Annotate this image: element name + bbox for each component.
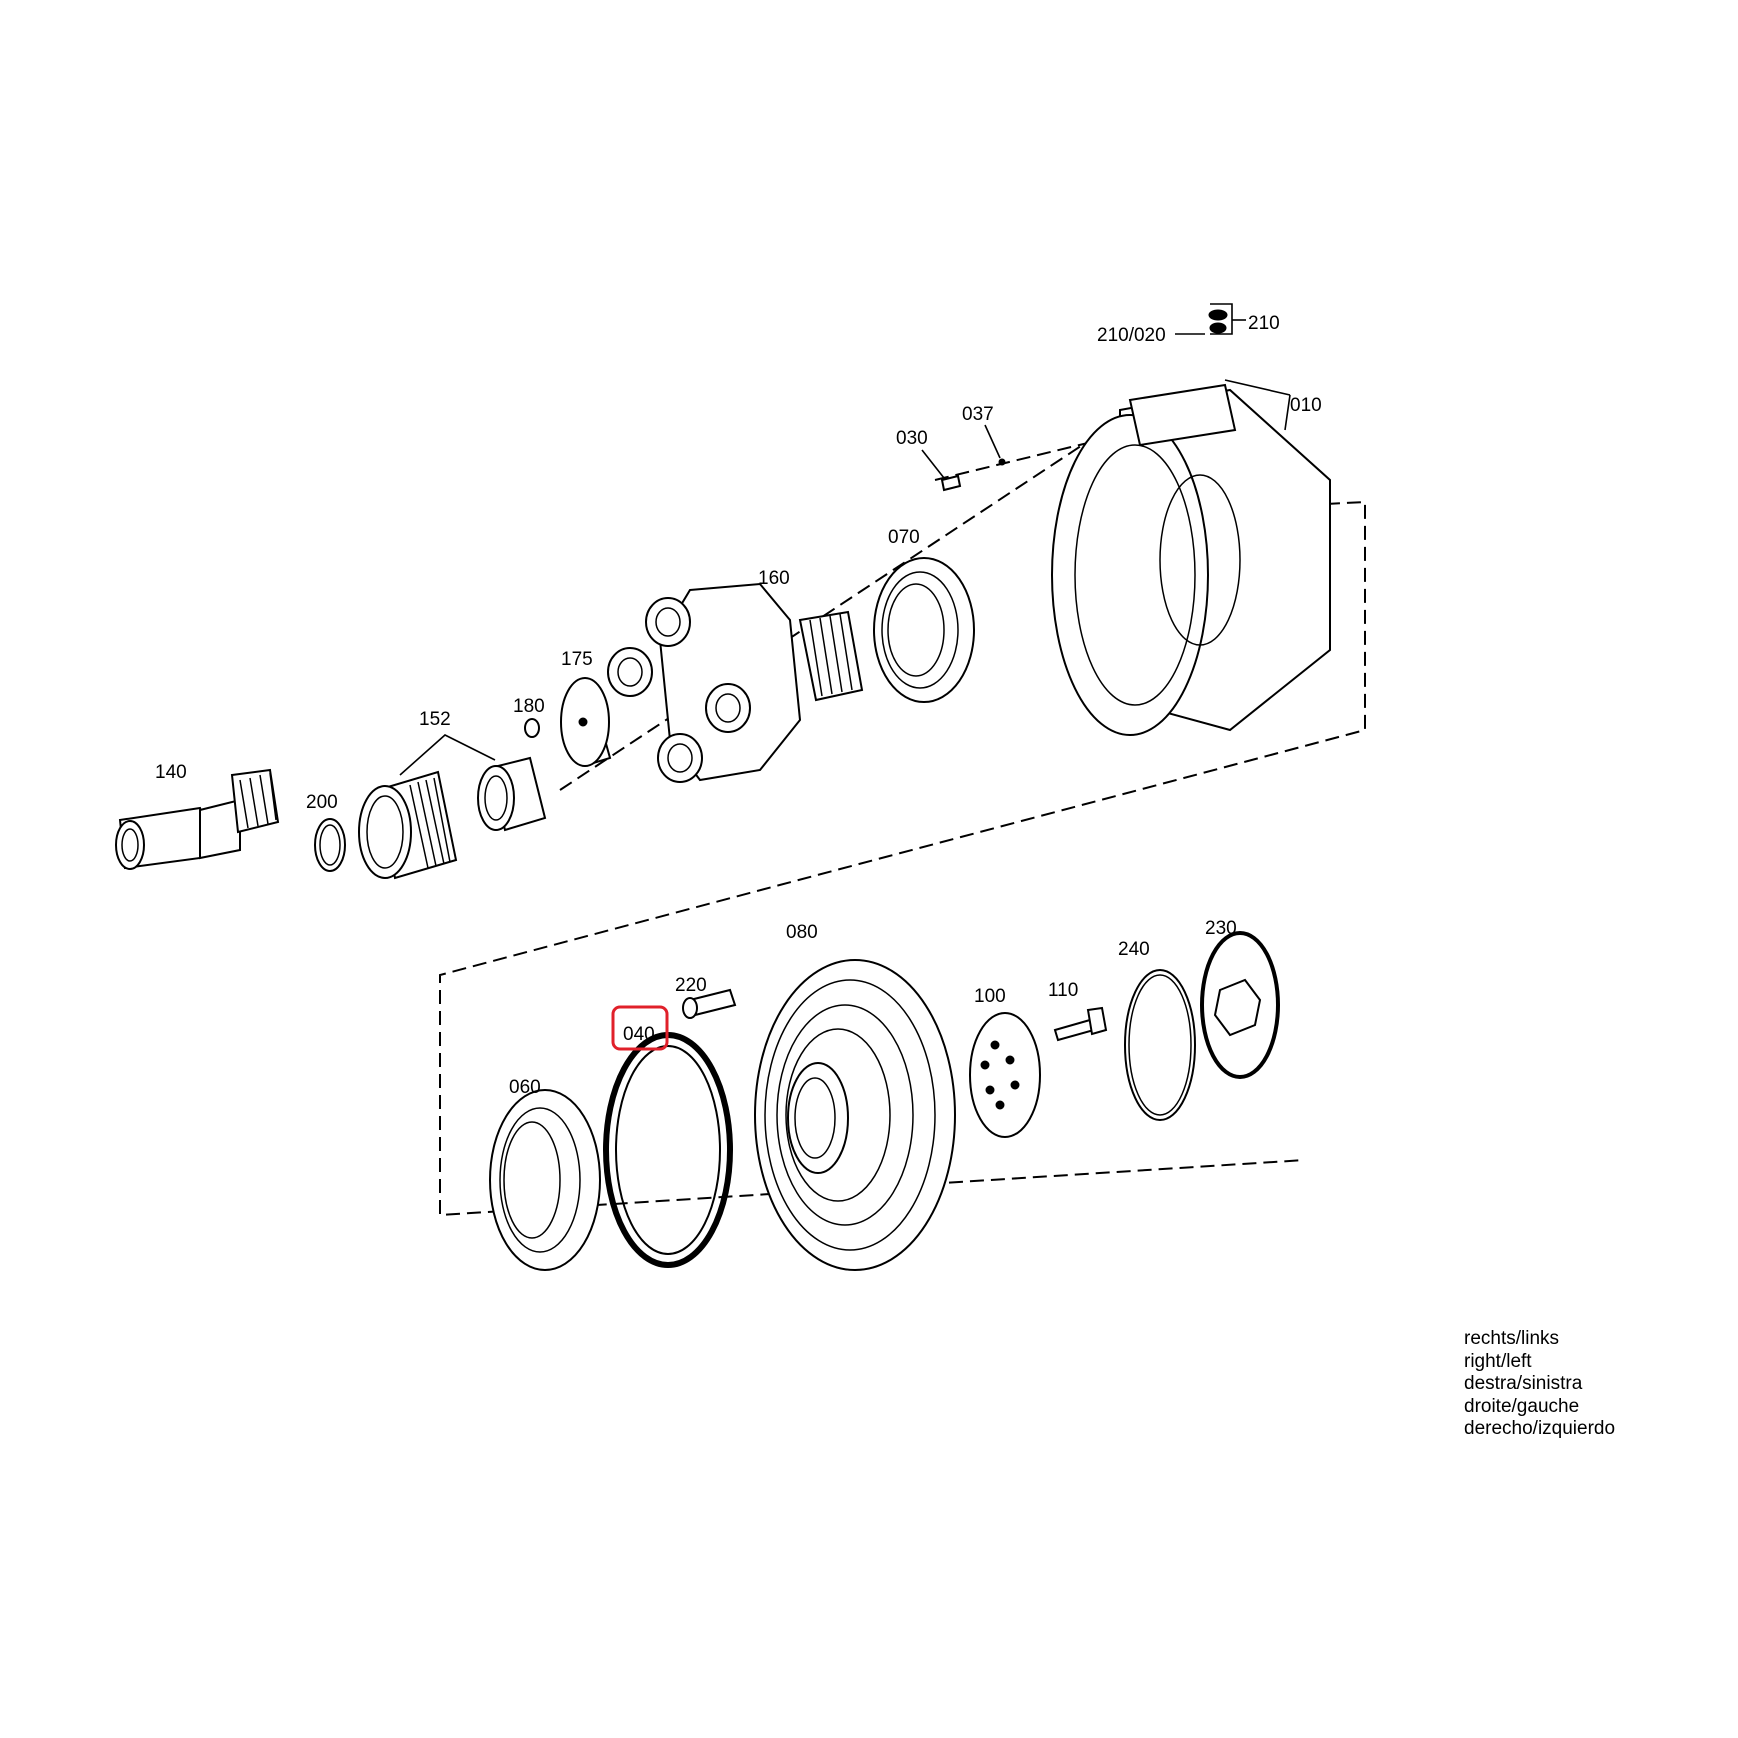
- part-110-bolt[interactable]: [1053, 1006, 1108, 1042]
- callout-040: 040: [623, 1024, 655, 1045]
- callout-210: 210: [1248, 313, 1280, 334]
- part-240-o-ring[interactable]: [1124, 969, 1196, 1121]
- leader-037: [984, 424, 1001, 459]
- callout-180: 180: [513, 696, 545, 717]
- part-040-o-ring[interactable]: [603, 1032, 733, 1268]
- callout-100: 100: [974, 986, 1006, 1007]
- callout-140: 140: [155, 762, 187, 783]
- callout-110: 110: [1048, 980, 1078, 1001]
- part-070-bearing[interactable]: [873, 557, 975, 703]
- part-030-plug[interactable]: [940, 474, 962, 492]
- callout-240: 240: [1118, 939, 1150, 960]
- part-060-seal[interactable]: [489, 1089, 601, 1271]
- part-100-plate[interactable]: [969, 1012, 1041, 1138]
- part-175-disc[interactable]: [560, 677, 612, 767]
- callout-230: 230: [1205, 918, 1237, 939]
- part-200-ring[interactable]: [314, 818, 346, 872]
- callout-010: 010: [1290, 395, 1322, 416]
- highlight-box: [611, 1005, 669, 1051]
- legend-line: droite/gauche: [1464, 1395, 1580, 1417]
- callout-040-highlight[interactable]: 040: [611, 1005, 669, 1051]
- callout-037: 037: [962, 404, 994, 425]
- callout-080: 080: [786, 922, 818, 943]
- part-010-housing[interactable]: [1051, 383, 1331, 736]
- callout-160: 160: [758, 568, 790, 589]
- callout-200: 200: [306, 792, 338, 813]
- part-080-hub[interactable]: [754, 959, 956, 1271]
- part-140-shaft[interactable]: [115, 768, 280, 870]
- part-210-breather[interactable]: [1208, 303, 1246, 335]
- leader-030: [921, 449, 945, 479]
- part-152-bearing[interactable]: [358, 770, 458, 880]
- callout-030: 030: [896, 428, 928, 449]
- leader-152: [399, 734, 496, 776]
- legend-line: right/left: [1464, 1350, 1532, 1372]
- callout-220: 220: [675, 975, 707, 996]
- callout-210-020: 210/020: [1097, 325, 1166, 346]
- legend-line: derecho/izquierdo: [1464, 1418, 1616, 1439]
- callout-060: 060: [509, 1077, 541, 1098]
- callout-152: 152: [419, 709, 451, 730]
- side-legend: rechts/links right/left destra/sinistra …: [1464, 1328, 1615, 1441]
- part-152-bushing[interactable]: [477, 756, 547, 832]
- legend-line: destra/sinistra: [1464, 1373, 1583, 1394]
- callout-175: 175: [561, 649, 593, 670]
- part-230-cover[interactable]: [1200, 931, 1280, 1079]
- part-037-pin[interactable]: [998, 458, 1006, 466]
- part-160-planet-carrier[interactable]: [607, 582, 864, 783]
- part-180-pin[interactable]: [524, 718, 540, 738]
- leader-010: [1224, 379, 1291, 431]
- axis-line-top: [934, 439, 1101, 481]
- part-220-stud[interactable]: [682, 988, 737, 1019]
- callout-070: 070: [888, 527, 920, 548]
- legend-line: rechts/links: [1464, 1328, 1560, 1349]
